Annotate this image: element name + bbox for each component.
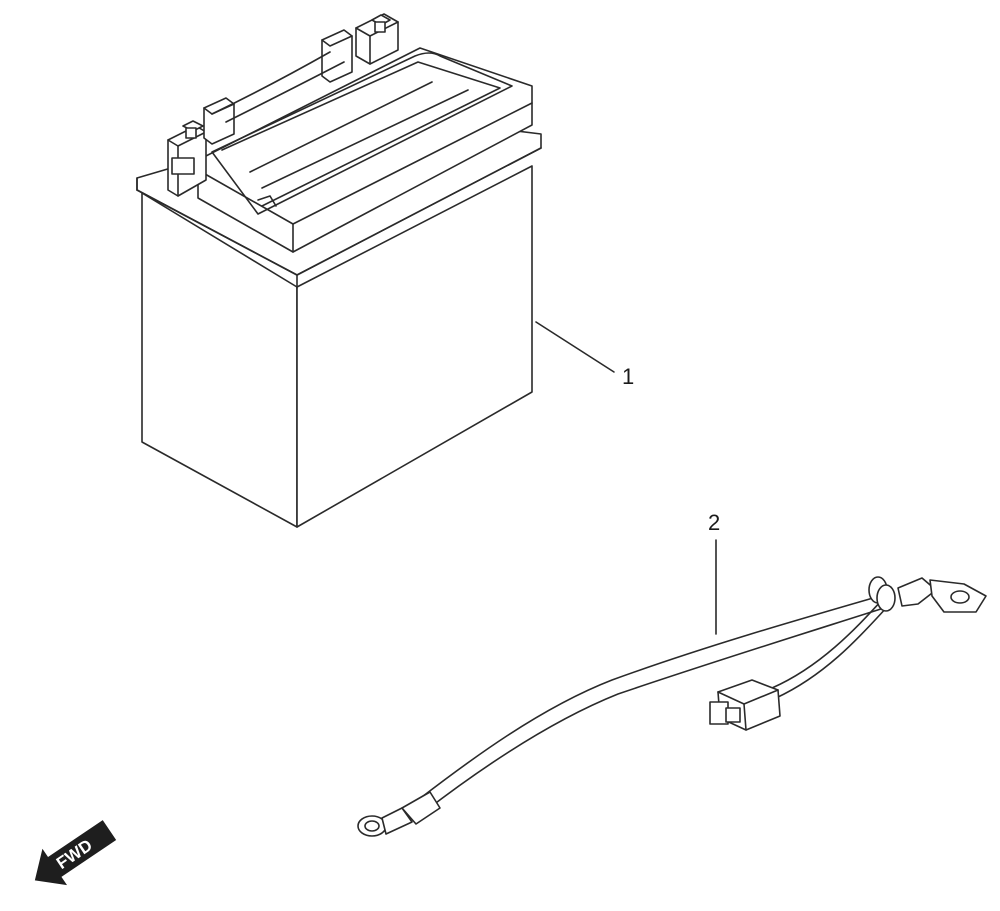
callout-2: 2: [708, 510, 720, 535]
battery-terminal-front: [167, 120, 207, 197]
cable-collar: [868, 576, 896, 612]
battery-side-face: [296, 165, 533, 528]
wire-connector: [709, 679, 781, 731]
battery-part-1: [136, 13, 542, 528]
battery-post-front: [203, 97, 235, 145]
leader-line-1: [535, 321, 615, 373]
fwd-arrow-icon: [34, 820, 117, 886]
ring-terminal-left: [357, 791, 441, 837]
ring-terminal-right: [897, 577, 987, 613]
battery-terminal-rear: [355, 13, 399, 65]
cable-harness-part-2: [357, 576, 987, 837]
callout-1: 1: [622, 364, 634, 389]
fwd-direction-arrow: FWD: [34, 820, 117, 886]
